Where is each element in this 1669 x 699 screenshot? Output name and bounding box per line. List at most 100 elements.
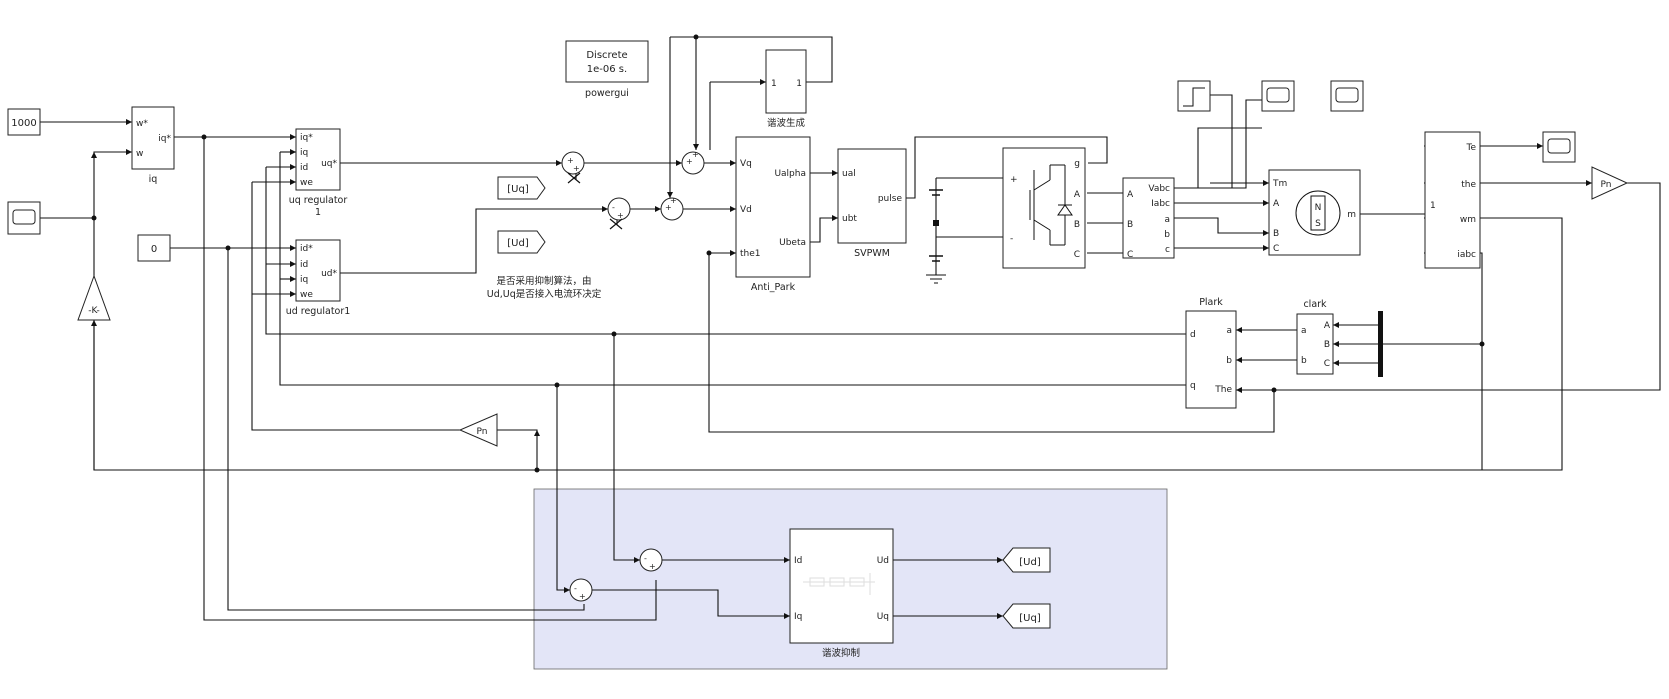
- suppress-id: Id: [794, 556, 802, 566]
- ud-label: ud regulator1: [286, 306, 351, 317]
- vi-measurement-block[interactable]: A B C Vabc Iabc a b c: [1122, 177, 1175, 260]
- clark-A: A: [1324, 321, 1331, 331]
- zero-constant[interactable]: 0: [137, 234, 171, 262]
- inverter-b: B: [1074, 220, 1080, 230]
- iq-port-w-star: w*: [136, 119, 148, 129]
- uq-port-iq-star: iq*: [300, 133, 313, 143]
- ud-port-id-star: id*: [300, 244, 313, 254]
- goto-uq-tag: [Uq]: [507, 184, 529, 195]
- anti-park-ualpha: Ualpha: [774, 169, 806, 179]
- suppress-ud: Ud: [877, 556, 889, 566]
- dc-source: [926, 189, 946, 284]
- inverter-c: C: [1074, 250, 1080, 260]
- uq-regulator-block[interactable]: iq* iq id we uq* uq regulator 1: [289, 128, 348, 218]
- uq-label: uq regulator: [289, 195, 348, 206]
- plark-the: The: [1214, 385, 1232, 395]
- uq-port-we: we: [300, 178, 313, 188]
- ud-regulator-block[interactable]: id* id iq we ud* ud regulator1: [286, 239, 351, 317]
- harmonic-generator-block[interactable]: 1 1 谐波生成: [765, 49, 807, 129]
- junction-dots: [91, 34, 1485, 473]
- suppress-iq: Iq: [794, 612, 802, 622]
- sum-ud-plus: +: [617, 211, 624, 220]
- ud-port-id: id: [300, 260, 308, 270]
- anti-park-ubeta: Ubeta: [779, 238, 806, 248]
- inverter-block[interactable]: + - g A B C: [1002, 147, 1086, 269]
- scope-voltage[interactable]: [1261, 80, 1295, 112]
- sum-ud[interactable]: - +: [607, 197, 631, 221]
- motor-n: N: [1315, 203, 1322, 213]
- pmsm-a: A: [1273, 199, 1280, 209]
- anti-park-vq: Vq: [740, 159, 752, 169]
- pn-gain-lower[interactable]: Pn: [458, 413, 498, 447]
- speed-ref-constant[interactable]: 1000: [7, 108, 41, 136]
- note-line-2: Ud,Uq是否接入电流环决定: [487, 288, 602, 300]
- sum-vq-plus2: +: [692, 150, 699, 159]
- goto-ud-tag: [Ud]: [507, 238, 529, 249]
- goto-uq-lower[interactable]: [Uq]: [1002, 603, 1051, 629]
- step-block[interactable]: [1177, 80, 1211, 112]
- powergui-block[interactable]: Discrete 1e-06 s. powergui: [565, 40, 649, 99]
- motor-icon: N S: [1295, 190, 1341, 236]
- bus-wm: wm: [1460, 215, 1476, 225]
- svpwm-pulse: pulse: [878, 194, 903, 204]
- uq-label-index: 1: [315, 207, 321, 218]
- k-gain-block[interactable]: -K-: [77, 274, 111, 321]
- clark-C: C: [1324, 359, 1330, 369]
- sum-vd[interactable]: + +: [660, 196, 684, 221]
- bus-selector-block[interactable]: 1 Te the wm iabc: [1424, 131, 1481, 269]
- clark-block[interactable]: a b A B C clark: [1296, 299, 1334, 375]
- pmsm-b: B: [1273, 229, 1279, 239]
- sum-id-minus: -: [644, 554, 647, 563]
- ud-port-out: ud*: [321, 269, 337, 279]
- bus-iabc: iabc: [1457, 250, 1476, 260]
- bus-in: 1: [1430, 201, 1436, 211]
- scope-current[interactable]: [1330, 80, 1364, 112]
- iq-block[interactable]: w* w iq* iq: [131, 106, 175, 185]
- scope-torque[interactable]: [1542, 131, 1576, 163]
- ud-port-iq: iq: [300, 275, 308, 285]
- pn-gain-right[interactable]: Pn: [1591, 166, 1629, 200]
- sum-id-plus: +: [649, 562, 656, 571]
- sum-id[interactable]: - +: [639, 548, 663, 572]
- anti-park-vd: Vd: [740, 205, 752, 215]
- signal-wires: [40, 36, 1661, 621]
- suppress-label: 谐波抑制: [822, 647, 860, 659]
- sum-vq-plus: +: [686, 157, 693, 166]
- sum-vq[interactable]: + +: [681, 150, 705, 175]
- powergui-step: 1e-06 s.: [587, 64, 627, 75]
- clark-B: B: [1324, 340, 1330, 350]
- speed-ref-value: 1000: [11, 118, 36, 129]
- inverter-a: A: [1074, 190, 1081, 200]
- pmsm-block[interactable]: Tm A B C m N S: [1268, 169, 1361, 256]
- clark-b: b: [1301, 356, 1307, 366]
- suppress-uq: Uq: [877, 612, 889, 622]
- pn-lower-label: Pn: [477, 427, 488, 437]
- goto-uq[interactable]: [Uq]: [497, 176, 546, 200]
- harmonic-suppression-block[interactable]: Id Iq Ud Uq 谐波抑制: [789, 528, 894, 659]
- motor-s: S: [1315, 219, 1321, 229]
- powergui-label: powergui: [585, 88, 629, 99]
- plark-d: d: [1190, 330, 1196, 340]
- sum-iq[interactable]: - +: [569, 578, 593, 602]
- subsystem-icon: [803, 573, 875, 595]
- svpwm-block[interactable]: ual ubt pulse SVPWM: [837, 148, 907, 259]
- sum-vd-plus: +: [665, 203, 672, 212]
- goto-ud-lower[interactable]: [Ud]: [1002, 547, 1051, 573]
- zero-value: 0: [151, 244, 157, 255]
- igbt-icon: [1029, 164, 1073, 246]
- vi-vabc: Vabc: [1148, 184, 1170, 194]
- cross-mark-ud: [609, 218, 623, 230]
- scope-speed[interactable]: [7, 201, 41, 235]
- sum-uq[interactable]: + +: [561, 151, 585, 175]
- powergui-mode: Discrete: [586, 50, 627, 61]
- goto-ud[interactable]: [Ud]: [497, 230, 546, 254]
- vi-out-b: b: [1164, 230, 1170, 240]
- goto-uq-lower-tag: [Uq]: [1019, 613, 1041, 624]
- anti-park-block[interactable]: Vq Vd the1 Ualpha Ubeta Anti_Park: [735, 136, 811, 293]
- ud-port-we: we: [300, 290, 313, 300]
- plark-block[interactable]: d q a b The Plark: [1185, 297, 1237, 409]
- vi-out-c: c: [1165, 245, 1170, 255]
- demux-bar[interactable]: [1378, 311, 1383, 377]
- uq-port-id: id: [300, 163, 308, 173]
